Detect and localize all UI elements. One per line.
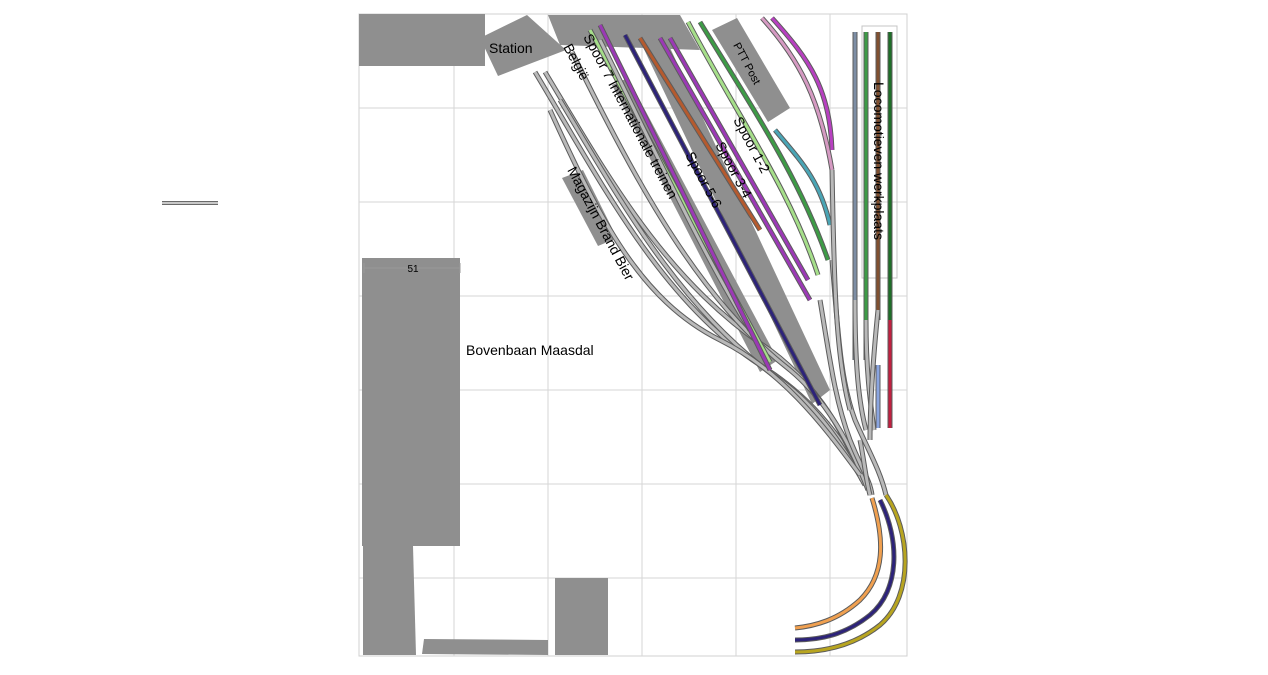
track-spoor-7-gray-rail [598, 39, 752, 331]
track-ptt-pink[interactable] [760, 16, 835, 171]
track-spoor-5b[interactable] [657, 36, 813, 302]
track-ptt-magenta[interactable] [770, 16, 835, 151]
track-ptt-magenta-rail [770, 16, 834, 151]
track-spoor-5-rail [598, 24, 772, 371]
building-bottom-center[interactable] [555, 578, 608, 655]
track-spoor-4-rail [638, 37, 762, 231]
track-spoor-7-gray[interactable] [597, 38, 753, 332]
track-spoor-5b-rail [658, 37, 812, 301]
track-spoor-2-rail [686, 21, 820, 276]
track-curve-navy[interactable] [794, 498, 897, 643]
building-top-left[interactable] [359, 14, 485, 66]
track-belgie-c-rail [558, 99, 867, 486]
track-loco-fan-a[interactable] [852, 299, 869, 431]
track-loco-fan-a-rail [853, 299, 868, 431]
track-spoor-5[interactable] [597, 23, 773, 372]
track-spoor-2[interactable] [685, 20, 821, 276]
dimension-label: 51 [407, 264, 419, 275]
platform-spoor-5-6[interactable] [642, 35, 830, 404]
building-bottom-left[interactable] [363, 546, 416, 655]
tracks[interactable] [532, 16, 908, 655]
track-spoor-3[interactable] [667, 36, 811, 282]
building-station[interactable] [480, 15, 566, 76]
track-loco-fan-c[interactable] [867, 309, 881, 441]
track-spoor-1[interactable] [697, 20, 831, 261]
track-spoor-3-rail [668, 37, 810, 281]
track-curve-olive[interactable] [794, 493, 908, 655]
building-bovenbaan-maasdal[interactable] [362, 258, 460, 546]
track-curve-olive-rail [794, 494, 907, 654]
track-spoor-4[interactable] [637, 36, 763, 232]
dimension-marker: 51 [363, 263, 461, 275]
building-ptt-post[interactable] [712, 18, 790, 122]
label-station: Station [489, 40, 533, 56]
track-loco-fan-d-rail [858, 439, 872, 496]
track-ptt-pink-rail [760, 16, 834, 171]
track-junction-c-rail [830, 169, 852, 411]
label-bovenbaan-maasdal: Bovenbaan Maasdal [466, 342, 594, 358]
track-belgie-c[interactable] [557, 98, 868, 487]
track-magazijn-rail [548, 109, 862, 476]
track-curve-navy-rail [794, 499, 896, 642]
track-curve-orange[interactable] [794, 497, 884, 631]
track-ptt-teal[interactable] [773, 128, 833, 226]
label-loco-workshop: Locomotieven werkplaats [871, 82, 887, 240]
building-bottom-strip[interactable] [422, 639, 548, 655]
building-magazijn[interactable] [562, 170, 617, 246]
track-loco-fan-d[interactable] [857, 439, 873, 496]
track-junction-c[interactable] [829, 169, 853, 411]
track-ptt-teal-rail [773, 129, 832, 226]
track-loco-fan-c-rail [868, 309, 880, 441]
track-spoor-1-rail [698, 21, 830, 261]
track-spoor-6-rail [623, 34, 822, 406]
track-spoor-6[interactable] [622, 33, 823, 407]
track-magazijn[interactable] [547, 108, 863, 477]
track-curve-orange-rail [794, 497, 883, 630]
